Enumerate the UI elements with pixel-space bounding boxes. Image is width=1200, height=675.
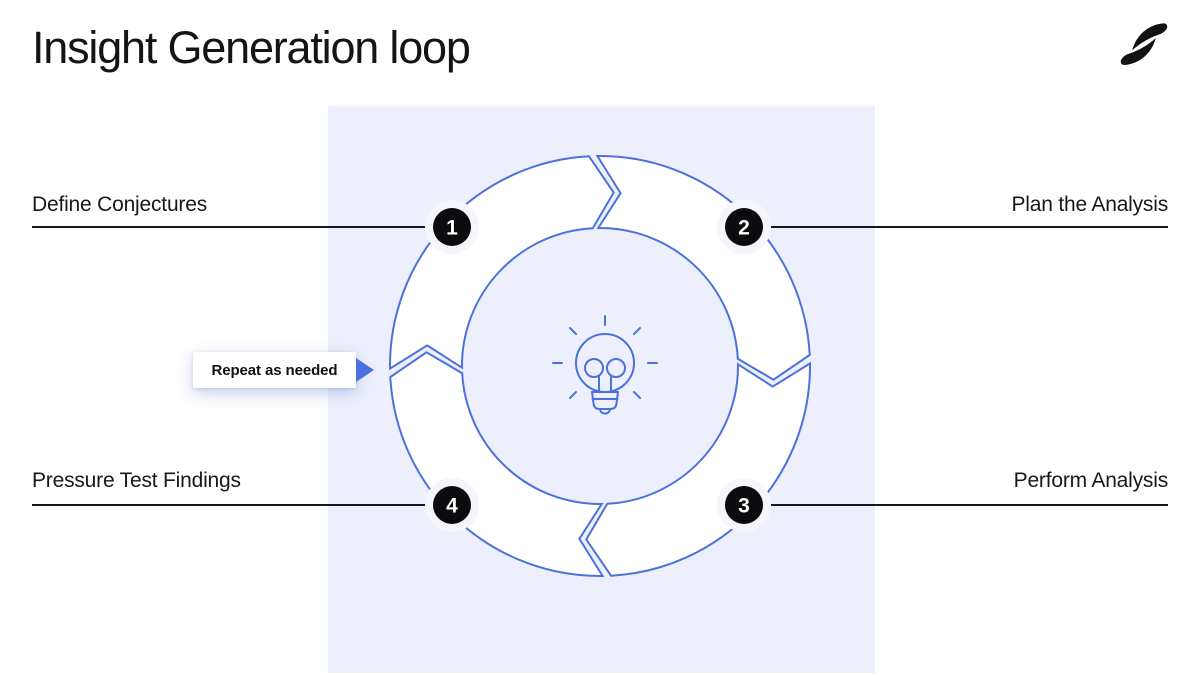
loop-segment-bottom-right — [585, 361, 812, 577]
step-badge-3: 3 — [717, 478, 771, 532]
repeat-callout-arrow-icon — [356, 358, 374, 382]
brand-logo-svg — [1120, 23, 1168, 65]
lightbulb-icon — [552, 315, 658, 415]
step-label-plan-the-analysis: Plan the Analysis — [1011, 193, 1168, 216]
loop-segment-top-right — [595, 154, 811, 381]
step-badge-1-number: 1 — [446, 217, 458, 240]
loop-segment-top-left — [388, 155, 615, 371]
step-badge-1: 1 — [425, 200, 479, 254]
step-connector-line-3 — [771, 504, 1168, 506]
step-badge-4-number: 4 — [446, 495, 458, 518]
step-label-pressure-test-findings: Pressure Test Findings — [32, 469, 241, 492]
loop-segment-bottom-left — [389, 351, 605, 578]
page-title: Insight Generation loop — [32, 22, 471, 73]
step-connector-line-1 — [32, 226, 425, 228]
step-badge-2-number: 2 — [738, 217, 750, 240]
step-badge-4: 4 — [425, 478, 479, 532]
step-connector-line-4 — [32, 504, 425, 506]
step-connector-line-2 — [771, 226, 1168, 228]
repeat-callout: Repeat as needed — [193, 352, 356, 388]
repeat-callout-label: Repeat as needed — [211, 361, 338, 379]
step-badge-3-number: 3 — [738, 495, 750, 518]
step-badge-2: 2 — [717, 200, 771, 254]
brand-logo-swoosh-icon — [1117, 16, 1171, 70]
step-label-perform-analysis: Perform Analysis — [1013, 469, 1169, 492]
step-label-define-conjectures: Define Conjectures — [32, 193, 207, 216]
